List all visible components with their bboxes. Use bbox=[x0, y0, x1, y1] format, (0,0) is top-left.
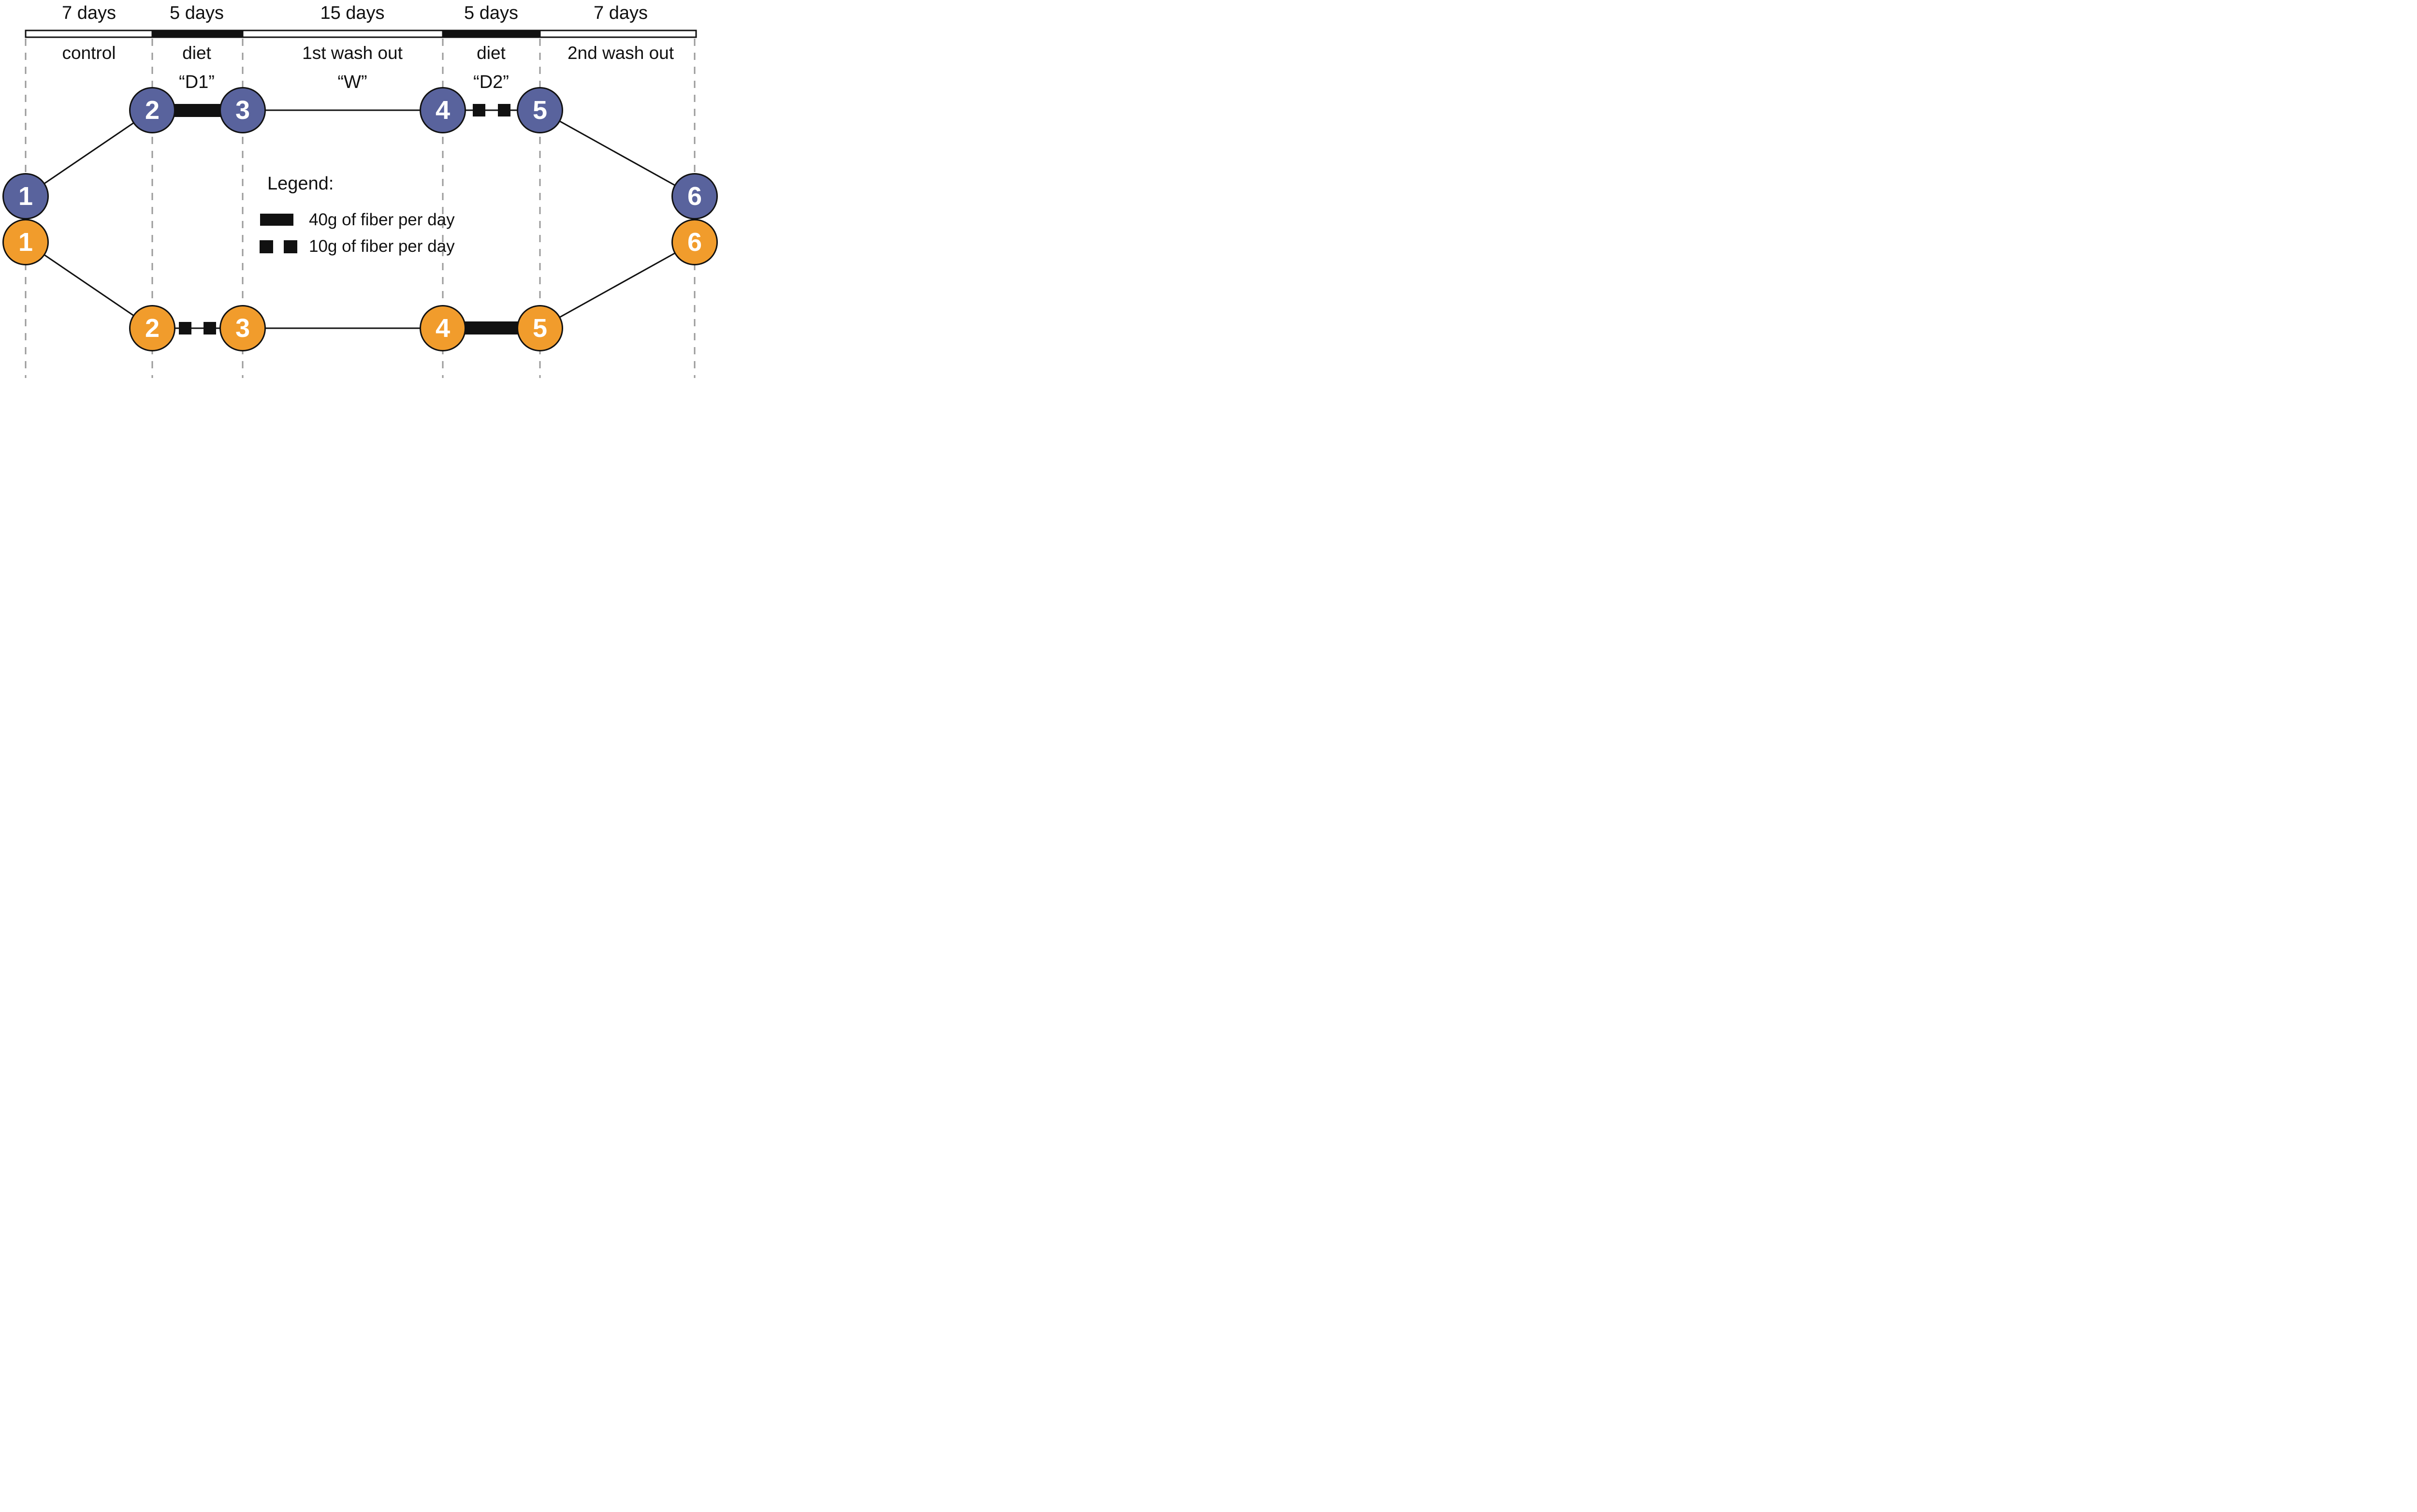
phase-label-washout2: 2nd wash out bbox=[567, 43, 674, 63]
node-orange-1-number: 1 bbox=[18, 228, 33, 257]
edge-orange-1-2 bbox=[25, 241, 153, 329]
edge-orange-5-6 bbox=[539, 241, 695, 329]
node-orange-2: 2 bbox=[129, 305, 175, 351]
node-orange-5: 5 bbox=[517, 305, 563, 351]
node-orange-2-number: 2 bbox=[145, 314, 160, 343]
node-orange-4-number: 4 bbox=[435, 314, 451, 343]
code-label-w: “W” bbox=[337, 72, 367, 92]
node-blue-5-number: 5 bbox=[532, 96, 548, 125]
phase-label-washout1: 1st wash out bbox=[302, 43, 403, 63]
node-blue-1-number: 1 bbox=[18, 182, 33, 211]
legend-40g-label: 40g of fiber per day bbox=[309, 210, 455, 229]
node-blue-4-number: 4 bbox=[435, 96, 451, 125]
phase-label-control: control bbox=[62, 43, 116, 63]
edge-blue-4-5-10g-square-2 bbox=[498, 104, 510, 116]
timeline-diet1-black-segment bbox=[151, 29, 244, 38]
code-label-d2: “D2” bbox=[473, 72, 509, 92]
duration-label-control: 7 days bbox=[62, 3, 116, 23]
node-blue-4: 4 bbox=[420, 87, 466, 133]
node-blue-5: 5 bbox=[517, 87, 563, 133]
legend-10g-label: 10g of fiber per day bbox=[309, 237, 455, 256]
node-orange-1: 1 bbox=[2, 219, 49, 265]
node-orange-3: 3 bbox=[219, 305, 266, 351]
node-orange-3-number: 3 bbox=[235, 314, 250, 343]
node-blue-2-number: 2 bbox=[145, 96, 160, 125]
node-orange-4: 4 bbox=[420, 305, 466, 351]
legend-10g-square-swatch-1 bbox=[260, 240, 273, 253]
node-orange-6-number: 6 bbox=[687, 228, 702, 257]
node-orange-5-number: 5 bbox=[532, 314, 548, 343]
legend-40g-thick-bar-swatch bbox=[260, 214, 293, 226]
edge-blue-4-5-10g-square-1 bbox=[473, 104, 485, 116]
node-orange-6: 6 bbox=[671, 219, 718, 265]
edge-blue-5-6 bbox=[539, 109, 695, 197]
edge-orange-2-3-10g-square-1 bbox=[179, 322, 191, 334]
phase-label-diet2: diet bbox=[477, 43, 506, 63]
timeline-diet2-black-segment bbox=[442, 29, 541, 38]
legend-title: Legend: bbox=[267, 174, 334, 194]
duration-label-diet2: 5 days bbox=[464, 3, 518, 23]
edge-blue-1-2 bbox=[25, 109, 153, 197]
edge-orange-2-3-10g-square-2 bbox=[204, 322, 216, 334]
node-blue-3: 3 bbox=[219, 87, 266, 133]
study-design-diagram: 7 days 5 days 15 days 5 days 7 days cont… bbox=[0, 0, 720, 378]
node-blue-6-number: 6 bbox=[687, 182, 702, 211]
node-blue-6: 6 bbox=[671, 173, 718, 219]
duration-label-washout1: 15 days bbox=[320, 3, 385, 23]
code-label-d1: “D1” bbox=[179, 72, 215, 92]
node-blue-3-number: 3 bbox=[235, 96, 250, 125]
duration-label-washout2: 7 days bbox=[594, 3, 648, 23]
timeline-bar bbox=[25, 29, 697, 38]
legend-10g-square-swatch-2 bbox=[284, 240, 297, 253]
node-blue-2: 2 bbox=[129, 87, 175, 133]
phase-label-diet1: diet bbox=[182, 43, 211, 63]
duration-label-diet1: 5 days bbox=[170, 3, 224, 23]
node-blue-1: 1 bbox=[2, 173, 49, 219]
